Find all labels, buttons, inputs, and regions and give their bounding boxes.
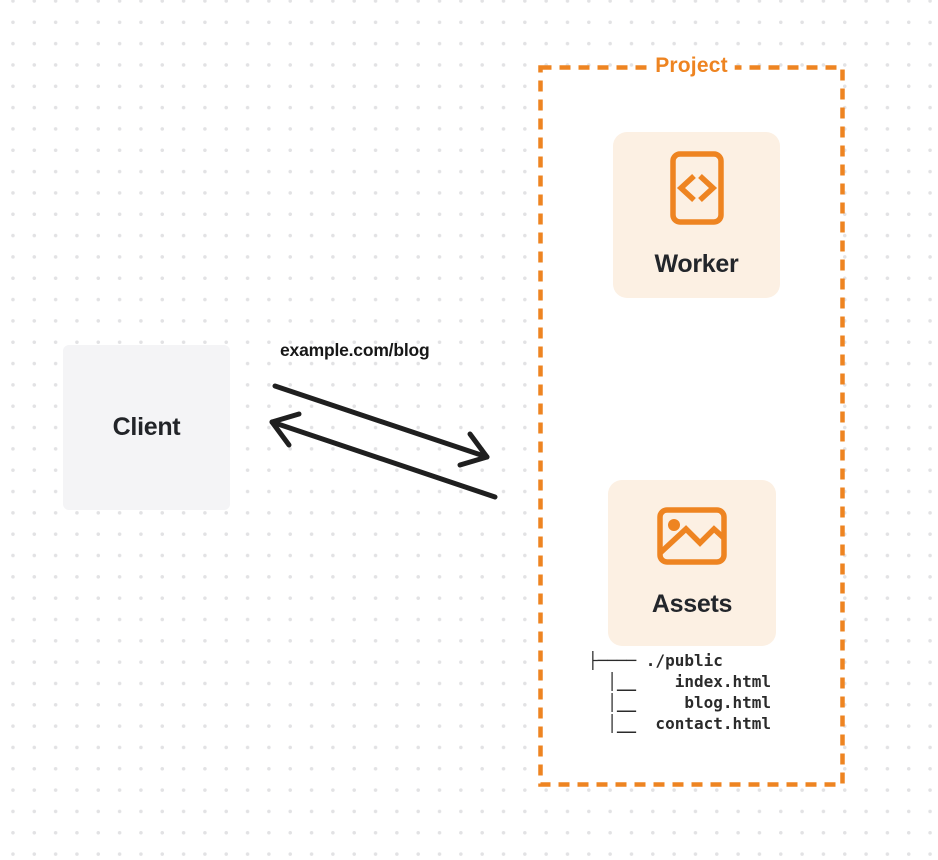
code-document-icon <box>669 151 724 225</box>
assets-label: Assets <box>651 590 733 618</box>
project-label: Project <box>648 53 735 78</box>
worker-label: Worker <box>654 250 739 278</box>
request-url-label: example.com/blog <box>280 340 430 360</box>
project-group: Project Worker <box>538 53 845 787</box>
response-arrow <box>269 411 498 500</box>
worker-node: Worker <box>613 132 780 298</box>
image-icon <box>657 507 727 565</box>
request-arrow <box>272 383 490 468</box>
client-label: Client <box>112 413 181 441</box>
assets-node: Assets <box>608 480 776 646</box>
assets-file-tree: ├──── ./public │__ index.html │__ blog.h… <box>588 651 772 733</box>
client-node: Client <box>63 345 230 510</box>
